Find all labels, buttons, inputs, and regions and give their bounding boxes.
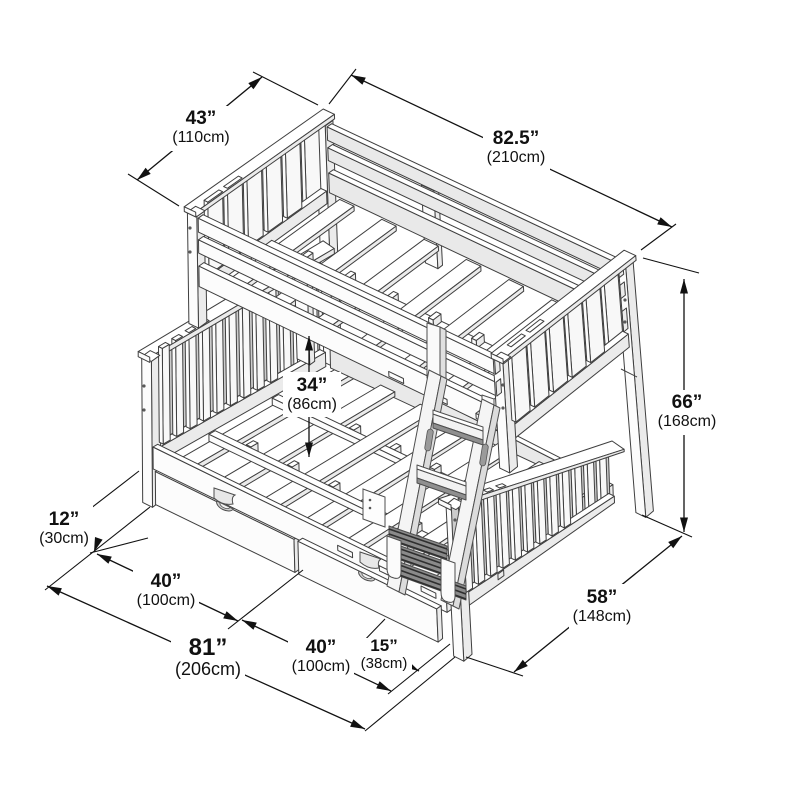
svg-text:15”: 15” <box>370 636 397 655</box>
svg-text:40”: 40” <box>151 571 182 592</box>
svg-text:82.5”: 82.5” <box>493 128 539 149</box>
svg-text:(206cm): (206cm) <box>175 659 241 679</box>
svg-text:58”: 58” <box>587 587 618 608</box>
svg-text:66”: 66” <box>672 392 703 413</box>
svg-text:(38cm): (38cm) <box>361 655 408 672</box>
svg-text:(100cm): (100cm) <box>292 658 351 675</box>
svg-text:40”: 40” <box>306 637 337 658</box>
svg-text:(110cm): (110cm) <box>172 129 230 146</box>
svg-text:12”: 12” <box>49 509 80 530</box>
svg-text:(168cm): (168cm) <box>658 413 717 430</box>
svg-text:(30cm): (30cm) <box>39 530 89 547</box>
svg-text:(148cm): (148cm) <box>573 608 632 625</box>
svg-text:(86cm): (86cm) <box>287 396 337 413</box>
svg-text:(100cm): (100cm) <box>137 592 196 609</box>
svg-text:43”: 43” <box>186 108 217 129</box>
svg-text:(210cm): (210cm) <box>487 149 546 166</box>
svg-text:34”: 34” <box>297 375 328 396</box>
svg-text:81”: 81” <box>189 634 228 661</box>
